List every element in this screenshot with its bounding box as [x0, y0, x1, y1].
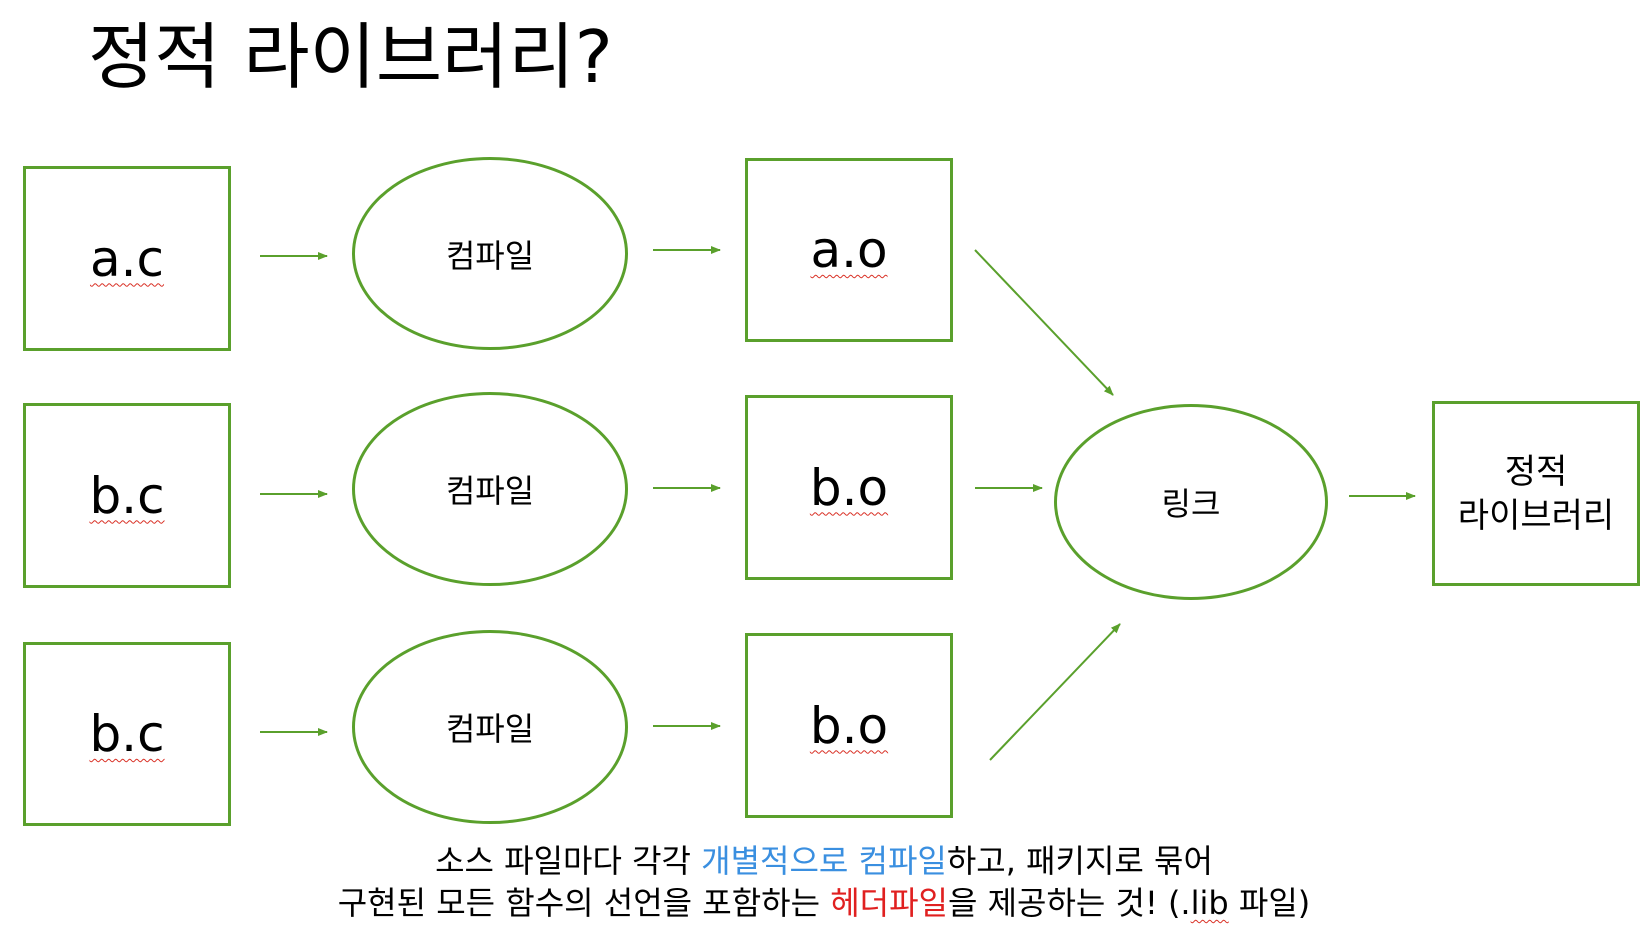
object-file-label: b.o: [809, 458, 889, 517]
static-library-box: 정적 라이브러리: [1432, 401, 1640, 586]
source-file-box: b.c: [23, 642, 231, 826]
arrow-object-to-link-1: [974, 249, 1114, 396]
caption-line-2-text-mid: 을 제공하는 것! (.: [947, 884, 1191, 922]
object-file-box: b.o: [745, 395, 953, 580]
compile-step: 컴파일: [352, 630, 628, 824]
compile-step: 컴파일: [352, 157, 628, 350]
caption-line-2: 구현된 모든 함수의 선언을 포함하는 헤더파일을 제공하는 것! (.lib …: [0, 882, 1648, 924]
link-label: 링크: [1161, 485, 1221, 523]
compile-label: 컴파일: [445, 236, 535, 275]
object-file-box: a.o: [745, 158, 953, 342]
object-file-label: a.o: [810, 221, 888, 279]
compile-label: 컴파일: [445, 710, 535, 748]
compile-label: 컴파일: [445, 472, 535, 510]
source-file-label: b.c: [89, 466, 165, 525]
arrow-object-to-link-3: [989, 623, 1121, 761]
static-library-label-line2: 라이브러리: [1457, 495, 1615, 536]
static-library-label: 정적 라이브러리: [1458, 450, 1614, 538]
caption-lib-extension: lib: [1190, 884, 1229, 922]
source-file-label: a.c: [89, 229, 165, 288]
link-step: 링크: [1054, 404, 1328, 600]
caption-line-1: 소스 파일마다 각각 개별적으로 컴파일하고, 패키지로 묶어: [0, 840, 1648, 882]
caption-highlight-compile: 개별적으로 컴파일: [701, 842, 947, 880]
caption-line-1-text-end: 하고, 패키지로 묶어: [946, 842, 1213, 880]
compile-step: 컴파일: [352, 392, 628, 586]
caption-line-2-text-end: 파일): [1228, 884, 1311, 922]
slide-title: 정적 라이브러리?: [88, 15, 613, 99]
static-library-label-line1: 정적: [1504, 451, 1568, 492]
caption-line-1-text: 소스 파일마다 각각: [435, 842, 702, 880]
object-file-box: b.o: [745, 633, 953, 818]
caption-highlight-header-file: 헤더파일: [830, 884, 948, 922]
source-file-box: b.c: [23, 403, 231, 588]
object-file-label: b.o: [809, 696, 889, 755]
source-file-box: a.c: [23, 166, 231, 351]
source-file-label: b.c: [89, 705, 165, 763]
caption-line-2-text: 구현된 모든 함수의 선언을 포함하는: [337, 884, 831, 922]
